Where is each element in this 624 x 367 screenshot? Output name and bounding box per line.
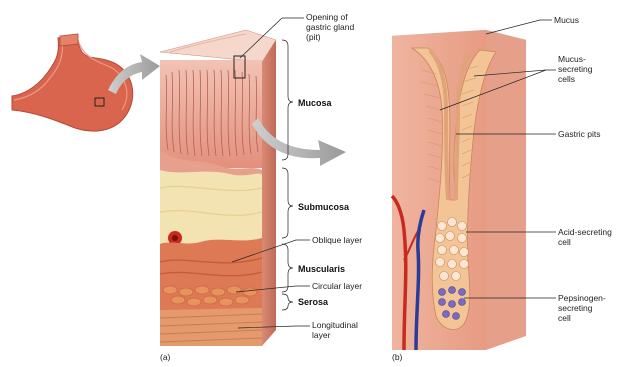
label-mucus: Mucus	[554, 15, 579, 25]
label-mucosa: Mucosa	[298, 98, 333, 108]
label-muscularis: Muscularis	[298, 264, 345, 274]
label-circular: Circular layer	[312, 281, 362, 291]
label-acid-2: cell	[558, 237, 571, 247]
block-side-face	[262, 40, 276, 346]
label-pepsin-1: Pepsinogen-	[558, 293, 606, 303]
panel-b-label: (b)	[392, 352, 403, 362]
label-pepsin-2: secreting	[558, 303, 593, 313]
label-opening-3: (pit)	[306, 32, 321, 42]
gastric-gland-block	[392, 30, 526, 350]
label-oblique: Oblique layer	[312, 235, 362, 245]
mucosa-layer	[160, 60, 262, 168]
layer-brackets	[282, 40, 293, 310]
label-pepsin-3: cell	[558, 313, 571, 323]
block-b-side-face	[486, 30, 526, 350]
label-opening-1: Opening of	[306, 12, 348, 22]
wall-block	[160, 30, 276, 346]
label-longitudinal-2: layer	[312, 330, 331, 340]
label-mucus-secreting-3: cells	[558, 74, 575, 84]
leader-mucus	[486, 20, 552, 34]
panel-a-label: (a)	[160, 352, 171, 362]
label-acid-1: Acid-secreting	[558, 227, 612, 237]
label-mucus-secreting-1: Mucus-	[558, 54, 586, 64]
label-serosa: Serosa	[298, 297, 329, 307]
label-mucus-secreting-2: secreting	[558, 64, 593, 74]
label-submucosa: Submucosa	[298, 202, 350, 212]
block-top-face	[160, 30, 276, 62]
label-opening-2: gastric gland	[306, 22, 354, 32]
label-gastric-pits: Gastric pits	[558, 129, 601, 139]
label-longitudinal-1: Longitudinal	[312, 320, 358, 330]
